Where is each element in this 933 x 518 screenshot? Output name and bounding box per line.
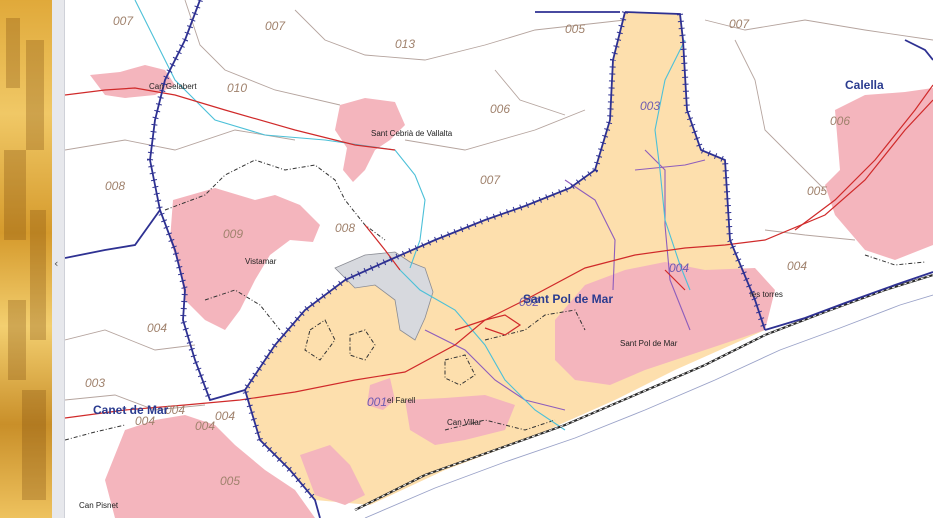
- sector-code: 003: [85, 376, 105, 390]
- parcel-lines: [65, 0, 933, 411]
- sector-code: 004: [669, 261, 689, 275]
- sector-code: 006: [830, 114, 850, 128]
- sector-code: 004: [215, 409, 235, 423]
- place-label: Sant Pol de Mar: [620, 339, 678, 348]
- sector-boundaries: [65, 159, 926, 441]
- collapse-panel-button[interactable]: ‹: [52, 0, 65, 518]
- sector-code: 001: [367, 395, 387, 409]
- municipal-boundaries: [65, 0, 933, 518]
- sector-code: 009: [223, 227, 243, 241]
- sector-code: 003: [640, 99, 660, 113]
- place-label: Can Gelabert: [149, 82, 197, 91]
- urban-area-coast-south: [300, 445, 365, 505]
- place-label: Can Villar: [447, 418, 482, 427]
- sector-code: 013: [395, 37, 415, 51]
- urban-area-calella: [825, 88, 933, 260]
- sector-code: 007: [729, 17, 750, 31]
- urban-area-el-farell: [367, 378, 395, 410]
- roads: [65, 84, 933, 419]
- sector-code: 004: [135, 414, 155, 428]
- sector-code: 005: [807, 184, 827, 198]
- sector-code: 007: [480, 173, 501, 187]
- sector-code: 005: [220, 474, 240, 488]
- urban-area-can-villar: [405, 395, 515, 445]
- sector-code: 008: [335, 221, 355, 235]
- railway: [354, 273, 933, 518]
- map-canvas[interactable]: 007 007 013 005 007 010 006 006 003 008 …: [65, 0, 933, 518]
- place-label: el Farell: [387, 396, 416, 405]
- sector-code: 006: [490, 102, 510, 116]
- sector-code: 008: [105, 179, 125, 193]
- sector-code: 007: [113, 14, 134, 28]
- place-label: les torres: [750, 290, 783, 299]
- municipality-area: [245, 12, 765, 505]
- town-label-calella: Calella: [845, 78, 884, 92]
- town-label-canet: Canet de Mar: [93, 403, 169, 417]
- town-label-sant-pol: Sant Pol de Mar: [523, 292, 613, 306]
- sector-code: 002: [519, 295, 539, 309]
- urban-area-vistamar: [170, 188, 320, 330]
- sector-code: 010: [227, 81, 247, 95]
- place-label: Vistamar: [245, 257, 277, 266]
- map-viewport[interactable]: 007 007 013 005 007 010 006 006 003 008 …: [65, 0, 933, 518]
- sector-code: 004: [195, 419, 215, 433]
- urban-area-canet: [105, 415, 315, 518]
- municipal-boundary-ticks: [146, 0, 768, 502]
- rivers: [134, 0, 691, 431]
- sidebar-photo-strip: [0, 0, 52, 518]
- sector-code: 007: [265, 19, 286, 33]
- urban-area-sant-cebria: [335, 98, 405, 182]
- chevron-left-icon: ‹: [54, 257, 59, 270]
- place-label: Sant Cebrià de Vallalta: [371, 129, 453, 138]
- urban-area-sant-pol: [555, 262, 775, 385]
- place-label: Can Pisnet: [79, 501, 119, 510]
- sector-code: 004: [165, 403, 185, 417]
- district-lines: [424, 149, 706, 411]
- sector-code: 005: [565, 22, 585, 36]
- sector-code: 004: [787, 259, 807, 273]
- sector-code: 004: [147, 321, 167, 335]
